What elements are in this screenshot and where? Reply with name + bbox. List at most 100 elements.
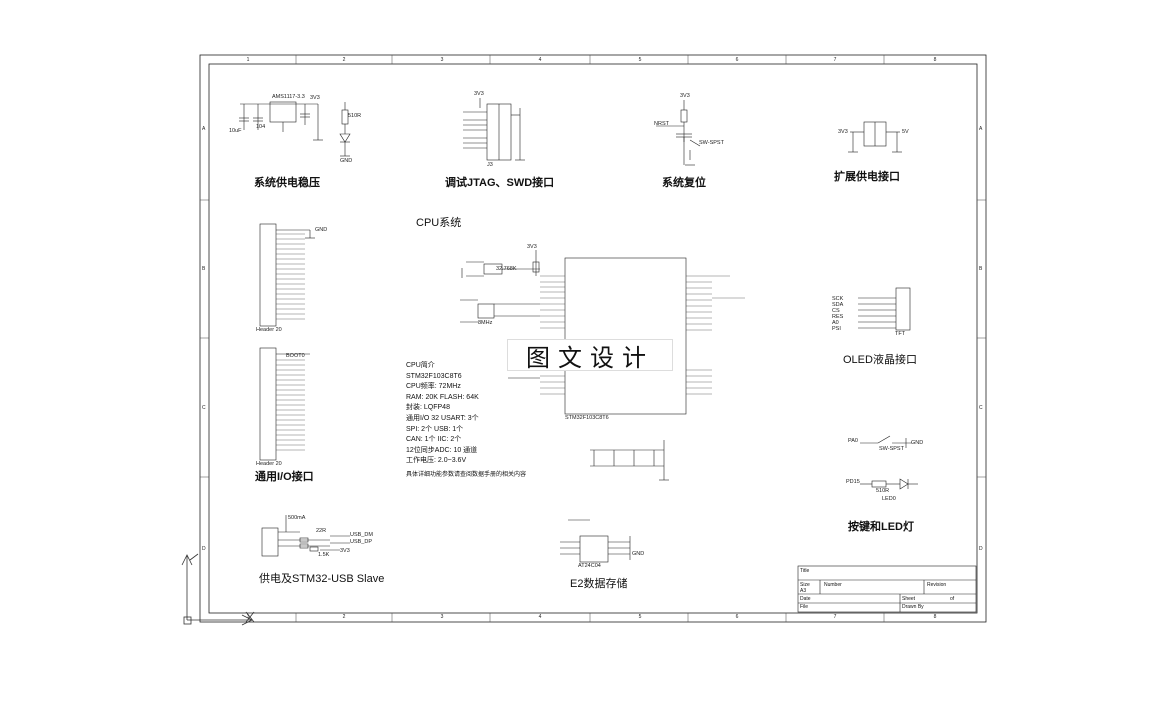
grid-col-7: 7 — [833, 57, 837, 63]
size-label: Size — [800, 582, 810, 588]
header-1-label: Header 20 — [256, 327, 282, 333]
grid-row-c-right: C — [979, 405, 983, 411]
revision-label: Revision — [927, 582, 947, 588]
mcu-right-pins — [686, 275, 745, 395]
gnd-label: GND — [340, 158, 353, 164]
grid-row-b-right: B — [979, 266, 983, 272]
sheet-value: of — [950, 596, 955, 602]
section-title-debug: 调试JTAG、SWD接口 — [445, 177, 555, 189]
ext-power-connector — [848, 121, 902, 153]
jtag-v33-label: 3V3 — [474, 91, 484, 97]
grid-col-1: 1 — [246, 57, 250, 63]
usb-r22-label: 22R — [316, 528, 327, 534]
power-regulator-circuit — [239, 101, 351, 157]
ext-v5-label: 5V — [902, 129, 909, 135]
cpu-note-line: 工作电压: 2.0~3.6V — [406, 457, 467, 465]
grid-col-5: 5 — [638, 57, 642, 63]
regulator-label: AMS1117-3.3 — [272, 94, 305, 100]
usb-v33-label: 3V3 — [340, 548, 350, 554]
cpu-note-line: 12位同步ADC: 10 通道 — [406, 446, 478, 454]
date-label: Date — [800, 596, 811, 602]
grid-row-a-right: A — [979, 126, 983, 132]
section-title-eeprom: E2数据存储 — [570, 578, 628, 590]
cpu-note-line: SPI: 2个 USB: 1个 — [406, 425, 464, 433]
oled-pin: CS — [832, 308, 840, 314]
file-label: File — [800, 604, 809, 610]
mcu-part-label: STM32F103C8T6 — [565, 415, 609, 421]
resistor-510-label: 510R — [348, 113, 362, 119]
v33-label: 3V3 — [310, 95, 320, 101]
section-title-reset: 系统复位 — [662, 177, 706, 189]
reset-v33-label: 3V3 — [680, 93, 690, 99]
cpu-note-line: 封装: LQFP48 — [406, 404, 450, 412]
usb-circuit — [261, 515, 350, 557]
oled-pin: A0 — [832, 320, 839, 326]
mcu-left-pins — [540, 275, 565, 395]
gpio-header-2-pins — [276, 359, 305, 451]
ext-v33-label: 3V3 — [838, 129, 848, 135]
watermark: 图文设计 — [507, 339, 673, 372]
mcu-v33-label: 3V3 — [527, 244, 537, 250]
cpu-note-line: 具体详细功能参数请查阅数据手册的相关内容 — [406, 471, 527, 478]
osc8m-label: 8MHz — [478, 320, 493, 326]
grid-col-7-bottom: 7 — [833, 614, 837, 620]
grid-col-5-bottom: 5 — [638, 614, 642, 620]
gpio-header-1-pins — [276, 233, 305, 320]
grid-row-d: D — [202, 546, 206, 552]
eeprom-part-label: AT24C04 — [578, 563, 601, 569]
ucs-icon — [181, 553, 255, 626]
grid-col-6-bottom: 6 — [735, 614, 739, 620]
section-title-usb: 供电及STM32-USB Slave — [259, 573, 385, 585]
jtag-header — [463, 98, 525, 161]
cpu-note-line: 通用I/O 32 USART: 3个 — [406, 414, 479, 422]
cpu-note-line: STM32F103C8T6 — [406, 372, 462, 380]
section-title-power: 系统供电稳压 — [254, 177, 320, 189]
cpu-note-line: CAN: 1个 IIC: 2个 — [406, 436, 462, 444]
gpio-header-1 — [259, 223, 315, 327]
osc-label: 32.768K — [496, 266, 517, 272]
oled-pin: SDA — [832, 302, 844, 308]
cpu-note-line: CPU频率: 72MHz — [406, 383, 461, 391]
decoupling-caps — [590, 440, 669, 481]
section-title-cpu: CPU系统 — [416, 217, 462, 229]
pd15-label: PD15 — [846, 479, 860, 485]
mcu-chip — [564, 257, 687, 415]
oled-pin-labels: SCK SDA CS RES A0 PSI — [832, 296, 843, 332]
grid-row-b: B — [202, 266, 206, 272]
section-title-keys: 按键和LED灯 — [848, 521, 914, 533]
cap-10uf-label: 10uF — [229, 128, 242, 134]
usb-current-label: 500mA — [288, 515, 306, 521]
eeprom-gnd-label: GND — [632, 551, 645, 557]
pa0-label: PA0 — [848, 438, 858, 444]
usb-dm-label: USB_DM — [350, 532, 373, 538]
key-gnd-label: GND — [911, 440, 924, 446]
section-title-io: 通用I/O接口 — [255, 471, 314, 483]
size-value: A3 — [800, 588, 807, 594]
grid-col-4-bottom: 4 — [538, 614, 542, 620]
grid-col-8: 8 — [933, 57, 937, 63]
oled-conn-label: TFT — [895, 331, 906, 337]
title-label: Title — [800, 568, 810, 574]
section-title-oled: OLED液晶接口 — [843, 354, 917, 366]
nrst-label: NRST — [654, 121, 669, 127]
column-ticks — [200, 55, 986, 622]
cpu-note-line: CPU简介 — [406, 362, 435, 369]
grid-col-1-bottom: 1 — [246, 614, 250, 620]
usb-dp-label: USB_DP — [350, 539, 373, 545]
grid-col-4: 4 — [538, 57, 542, 63]
oled-pin: SCK — [832, 296, 844, 302]
grid-row-d-right: D — [979, 546, 983, 552]
jtag-ref-label: J3 — [487, 162, 493, 168]
cpu-note-line: RAM: 20K FLASH: 64K — [406, 393, 479, 401]
number-label: Number — [824, 582, 842, 588]
grid-row-a: A — [202, 126, 206, 132]
header-2-label: Header 20 — [256, 461, 282, 467]
grid-col-2: 2 — [342, 57, 346, 63]
grid-col-6: 6 — [735, 57, 739, 63]
led-label: LED0 — [882, 496, 896, 502]
oled-pin: RES — [832, 314, 844, 320]
led-resistor-label: 510R — [876, 488, 890, 494]
cap-104-label: 104 — [256, 124, 266, 130]
